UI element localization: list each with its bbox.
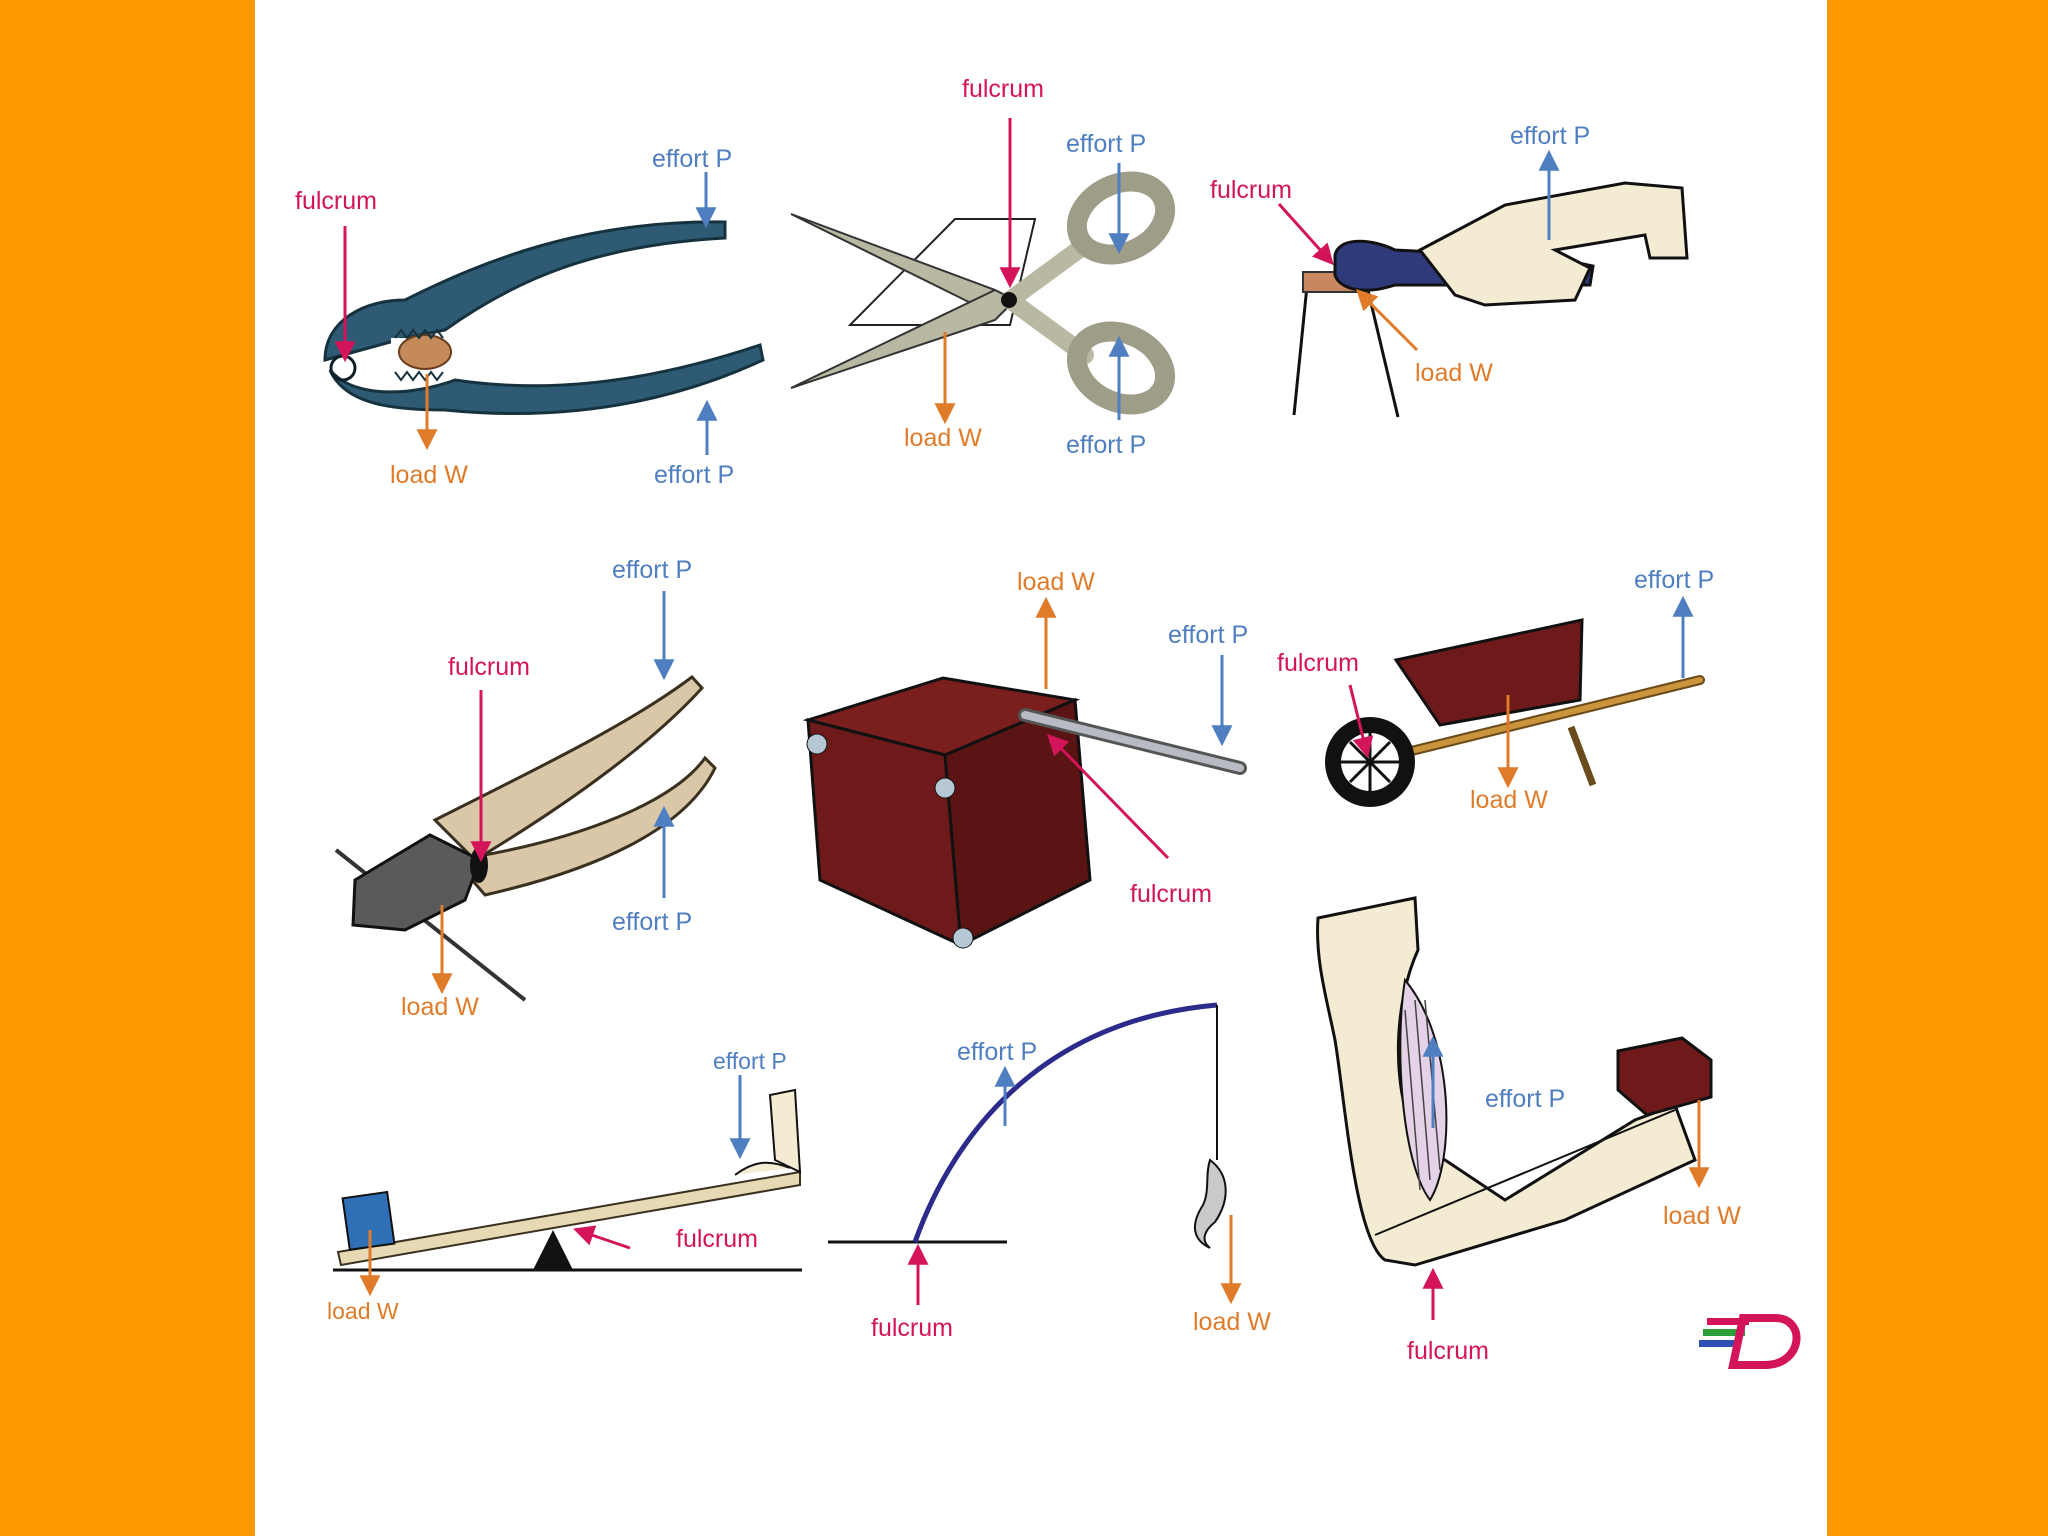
rod-fulcrum-label: fulcrum	[871, 1314, 953, 1342]
nutcracker-load-label: load W	[390, 461, 468, 489]
bottle-opener-icon	[1292, 181, 1689, 418]
fishing-rod-icon	[828, 1002, 1227, 1249]
nutcracker-icon	[323, 220, 765, 415]
scissors-load-label: load W	[904, 424, 982, 452]
seesaw-load-label: load W	[327, 1298, 399, 1324]
scissors-fulcrum-label: fulcrum	[962, 75, 1044, 103]
seesaw-effort-label: effort P	[713, 1048, 787, 1074]
rod-effort-label: effort P	[957, 1038, 1037, 1066]
scissors-effort-top-label: effort P	[1066, 130, 1146, 158]
wheelbarrow-icon	[1325, 618, 1705, 807]
scissors-effort-bottom-label: effort P	[1066, 431, 1146, 459]
opener-load-label: load W	[1415, 359, 1493, 387]
seesaw-fulcrum-label: fulcrum	[676, 1225, 758, 1253]
forearm-effort-label: effort P	[1485, 1085, 1565, 1113]
diagram-panel: fulcrum effort P effort P load W fulcrum…	[255, 0, 1827, 1536]
pliers-fulcrum-label: fulcrum	[448, 653, 530, 681]
seesaw-icon	[333, 1088, 802, 1272]
nutcracker-effort-bottom-label: effort P	[654, 461, 734, 489]
crowbar-fulcrum-label: fulcrum	[1130, 880, 1212, 908]
pliers-effort-top-label: effort P	[612, 556, 692, 584]
crowbar-load-label: load W	[1017, 568, 1095, 596]
wheelbarrow-load-label: load W	[1470, 786, 1548, 814]
scissors-icon	[790, 171, 1176, 415]
crowbar-box-icon	[802, 676, 1247, 949]
wheelbarrow-effort-label: effort P	[1634, 566, 1714, 594]
opener-effort-label: effort P	[1510, 122, 1590, 150]
nutcracker-effort-top-label: effort P	[652, 145, 732, 173]
rod-load-label: load W	[1193, 1308, 1271, 1336]
pliers-effort-bottom-label: effort P	[612, 908, 692, 936]
pliers-icon	[334, 674, 717, 1002]
forearm-load-label: load W	[1663, 1202, 1741, 1230]
opener-fulcrum-label: fulcrum	[1210, 176, 1292, 204]
wheelbarrow-fulcrum-label: fulcrum	[1277, 649, 1359, 677]
crowbar-effort-label: effort P	[1168, 621, 1248, 649]
ed-logo-icon	[1699, 1314, 1801, 1369]
forearm-fulcrum-label: fulcrum	[1407, 1337, 1489, 1365]
nutcracker-fulcrum-label: fulcrum	[295, 187, 377, 215]
pliers-load-label: load W	[401, 993, 479, 1021]
forearm-icon	[1316, 896, 1713, 1267]
